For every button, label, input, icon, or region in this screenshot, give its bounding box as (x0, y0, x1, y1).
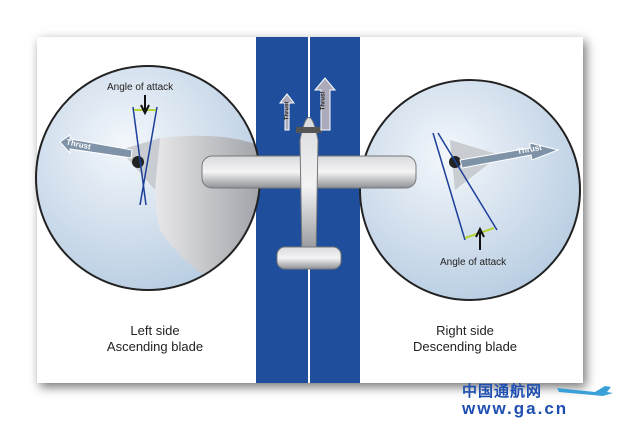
thrust-arrow-left (59, 134, 133, 159)
right-caption: Right side Descending blade (395, 323, 535, 355)
relative-wind-line (139, 106, 158, 206)
center-right-thrust-label: Thrust (320, 91, 327, 111)
thrust-arrow-large (313, 77, 337, 131)
left-caption-side: Left side (130, 323, 180, 338)
arrow-up-icon (475, 226, 485, 250)
right-caption-side: Right side (436, 323, 494, 338)
left-caption: Left side Ascending blade (95, 323, 215, 355)
left-caption-blade: Ascending blade (106, 339, 204, 354)
watermark: 中国通航网 www.ga.cn (462, 380, 568, 419)
arrow-down-icon (140, 95, 150, 116)
watermark-plane-icon (557, 386, 613, 396)
thrust-arrow-small (278, 93, 296, 131)
center-left-thrust-label: Thrust (284, 101, 291, 121)
right-angle-label: Angle of attack (440, 257, 507, 268)
watermark-url: www.ga.cn (462, 399, 569, 418)
right-caption-blade: Descending blade (412, 339, 518, 354)
watermark-name: 中国通航网 (462, 383, 543, 400)
thrust-arrow-right (459, 142, 560, 169)
airplane-top-view (201, 77, 417, 270)
right-propeller-view (359, 79, 581, 301)
left-angle-label: Angle of attack (107, 82, 174, 93)
blade-line (132, 106, 147, 206)
